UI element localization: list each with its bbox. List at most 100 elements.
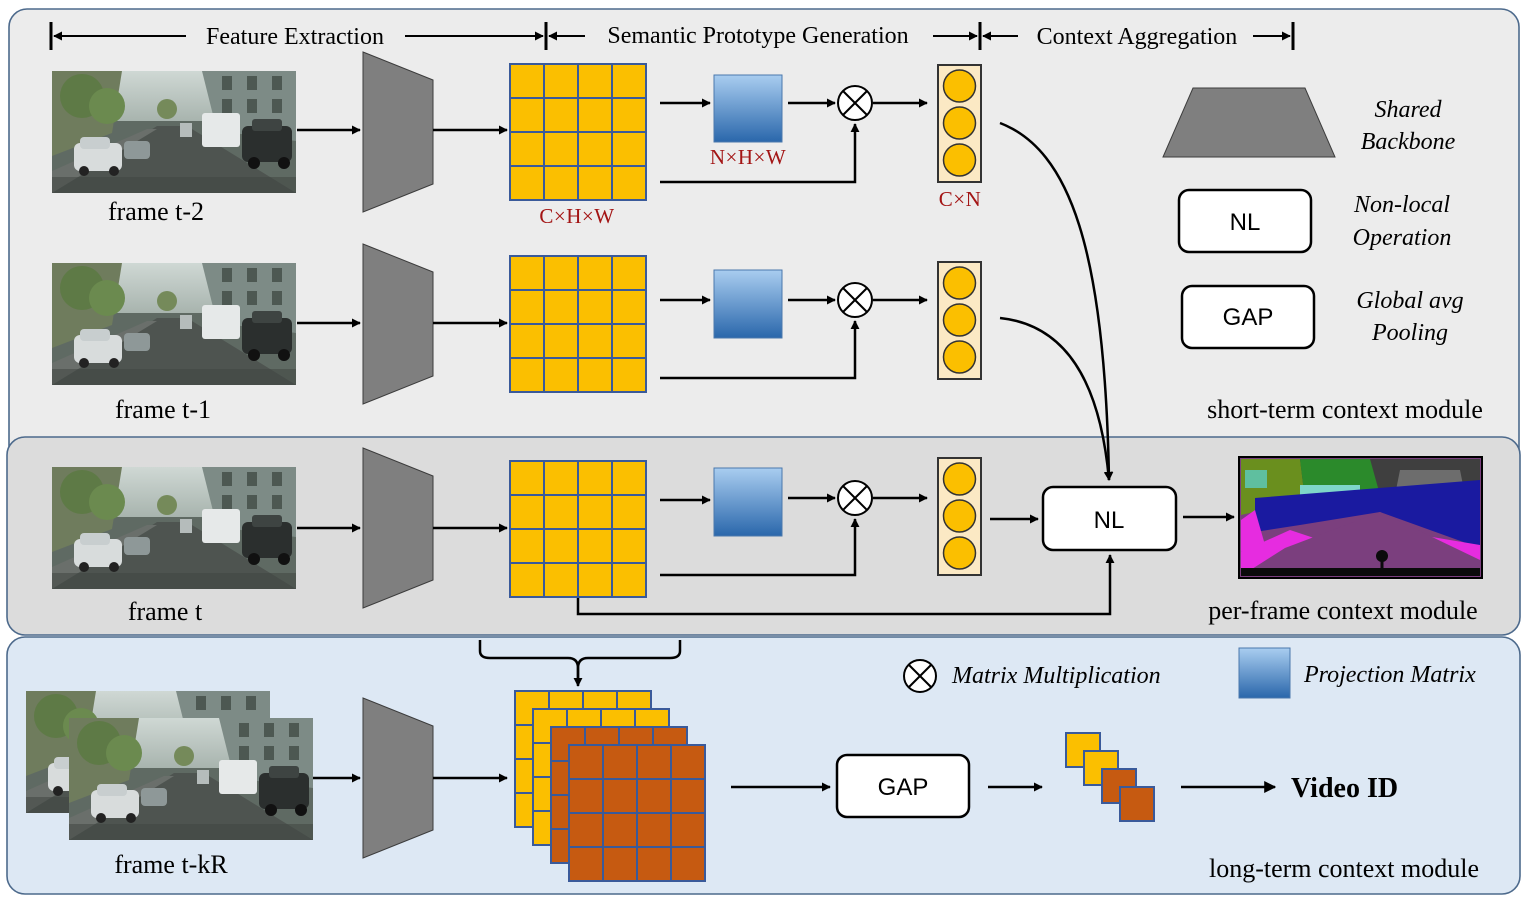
feature-cell [543,460,579,496]
feature-map-t-1 [509,255,647,393]
feature-cell [543,97,579,133]
gap-node [835,753,971,819]
feature-cell [611,63,647,99]
prototype-circle [942,462,977,496]
feature-cell [543,289,579,325]
legend-nl-box [1177,188,1313,254]
feature-cell [577,63,613,99]
legend-gap-box-label: GAP [1223,304,1274,331]
frame-t-image [52,467,296,589]
projection-matrix-t-1 [713,269,783,339]
matmul-t-2 [837,85,873,121]
frame-t-kR-label: frame t-kR [114,850,228,879]
legend-gap-line2: Pooling [1371,320,1448,346]
row-long-term: frame t-kR GAP Video ID [26,640,1398,882]
feature-cell [611,323,647,359]
prototype-circle [942,69,977,103]
feature-cell [568,744,604,780]
feature-cell [611,165,647,201]
feature-cell [509,460,545,496]
feature-cell [577,494,613,530]
gap-node-label: GAP [878,774,929,801]
feature-cell [577,165,613,201]
legend-projection-matrix: Projection Matrix [1303,662,1476,688]
feature-map-t [509,460,647,598]
prototype-circle [942,340,977,374]
segmentation-output [1238,456,1483,579]
backbone-t-kR [362,697,434,859]
backbone-t-2 [362,51,434,213]
feature-cell [611,357,647,393]
legend-gap-line1: Global avg [1356,288,1463,314]
legend-bottom: Matrix Multiplication Projection Matrix [903,647,1476,699]
feature-cell [602,778,638,814]
legend-shared-backbone-line2: Backbone [1361,129,1456,155]
feature-cell [543,323,579,359]
feature-cell [602,846,638,882]
shared-backbone-icon [1162,87,1336,158]
feature-cell [611,460,647,496]
feature-cell [611,528,647,564]
header-context-aggregation: Context Aggregation [1037,24,1238,50]
feature-cell [543,165,579,201]
prototype-circle [942,303,977,337]
legend-non-local-line2: Operation [1353,225,1452,251]
legend-shared-backbone-line1: Shared [1374,97,1442,123]
feature-cell [509,323,545,359]
feature-cell [543,494,579,530]
matmul-t-1 [837,282,873,318]
legend-gap-box [1180,284,1316,350]
feature-cell [509,289,545,325]
legend-matrix-multiplication: Matrix Multiplication [951,663,1161,689]
prototypes-t-2 [937,64,982,183]
frame-t-kR-image-front [69,718,313,840]
backbone-t-1 [362,243,434,405]
feature-cell [577,97,613,133]
feature-cell [543,63,579,99]
feature-cell [577,255,613,291]
prototype-circle [942,266,977,300]
feature-cell [509,528,545,564]
feature-cell [568,846,604,882]
prototypes-t [937,457,982,576]
feature-cell [543,528,579,564]
legend: Shared Backbone NL Non-local Operation G… [1162,87,1464,350]
feature-cell [636,778,672,814]
row-frame-t-2: frame t-2 C×H×W N×H×W C×N [52,51,982,228]
feature-cell [577,460,613,496]
feature-cell [577,289,613,325]
feature-cell [670,846,706,882]
feature-cell [509,255,545,291]
backbone-t [362,447,434,609]
feature-map-dim-label: C×H×W [539,204,614,228]
nl-node-label: NL [1094,507,1125,534]
feature-cell [543,131,579,167]
feature-cell [509,494,545,530]
feature-cell [611,131,647,167]
pooled-features [1065,732,1155,822]
feature-cell [509,357,545,393]
prototype-circle [942,106,977,140]
feature-cell [611,97,647,133]
frame-t-1-image [52,263,296,385]
prototype-circle [942,143,977,177]
projection-matrix-icon [1238,647,1291,699]
legend-non-local-line1: Non-local [1353,192,1450,218]
video-id-label: Video ID [1291,773,1398,804]
frame-t-label: frame t [128,597,203,626]
feature-cell [509,562,545,598]
feature-cell [611,562,647,598]
prototypes-t-1 [937,261,982,380]
matmul-t [837,480,873,516]
long-term-module-label: long-term context module [1209,854,1479,883]
brace-right [576,640,682,669]
feature-cell [509,165,545,201]
feature-cell [602,744,638,780]
feature-cell [509,131,545,167]
feature-cell [577,357,613,393]
feature-cell [611,494,647,530]
feature-cell [509,63,545,99]
aggregation-arrow-t-1 [999,316,1113,481]
feature-cell [670,744,706,780]
